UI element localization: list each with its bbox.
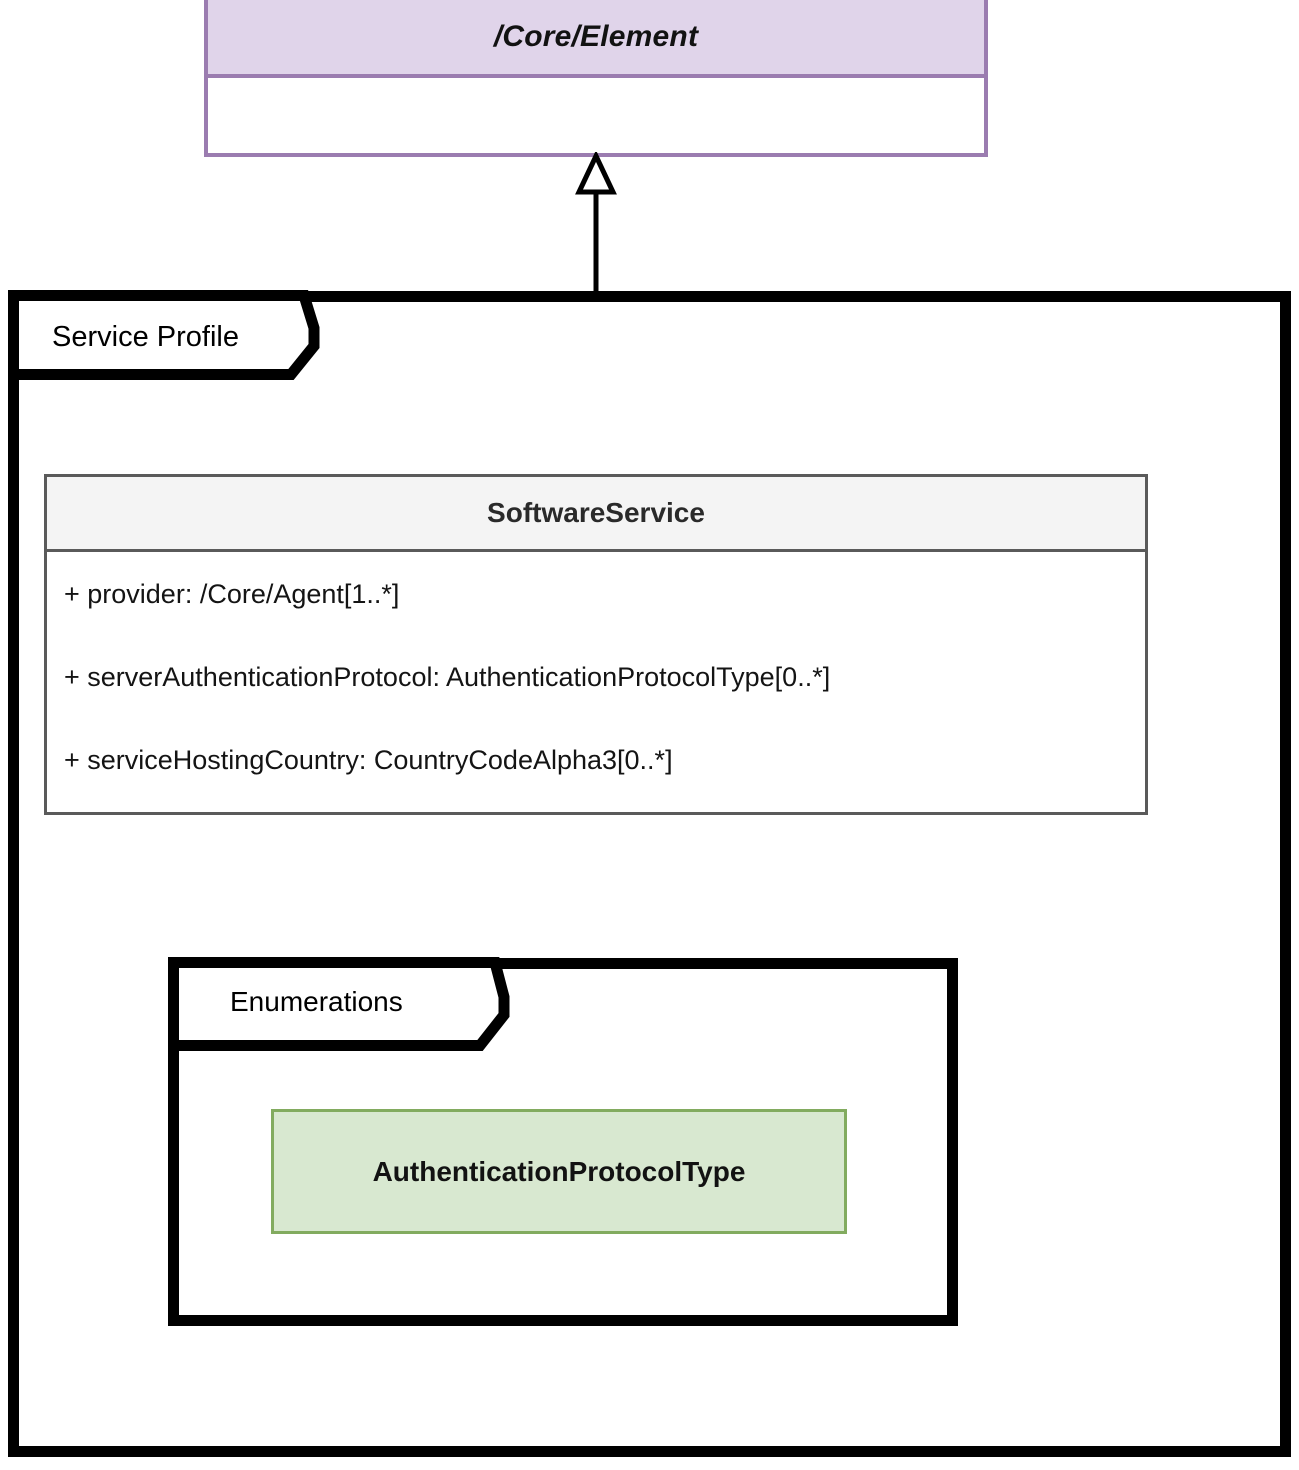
enum-name-authentication-protocol-type: AuthenticationProtocolType [372, 1155, 746, 1187]
enum-box-authentication-protocol-type[interactable]: AuthenticationProtocolType [271, 1109, 847, 1234]
class-box-software-service[interactable]: SoftwareService + provider: /Core/Agent[… [44, 474, 1148, 815]
package-tab-enumerations [168, 957, 510, 1051]
class-header-core-element: /Core/Element [208, 0, 984, 78]
generalization-arrowhead-icon [575, 152, 617, 195]
class-header-software-service: SoftwareService [47, 477, 1145, 552]
class-attribute-service-hosting-country: + serviceHostingCountry: CountryCodeAlph… [64, 745, 673, 775]
package-tab-service-profile [8, 290, 320, 380]
package-label-service-profile: Service Profile [52, 321, 239, 353]
package-label-enumerations: Enumerations [230, 986, 403, 1017]
class-name-core-element: /Core/Element [493, 20, 699, 53]
class-attributes-compartment-core-element [208, 78, 984, 153]
class-attributes-compartment-software-service: + provider: /Core/Agent[1..*] + serverAu… [47, 552, 1145, 812]
class-attribute-provider: + provider: /Core/Agent[1..*] [64, 579, 400, 609]
class-attribute-server-authentication-protocol: + serverAuthenticationProtocol: Authenti… [64, 662, 831, 692]
class-box-core-element[interactable]: /Core/Element [204, 0, 988, 157]
class-name-software-service: SoftwareService [487, 497, 705, 528]
